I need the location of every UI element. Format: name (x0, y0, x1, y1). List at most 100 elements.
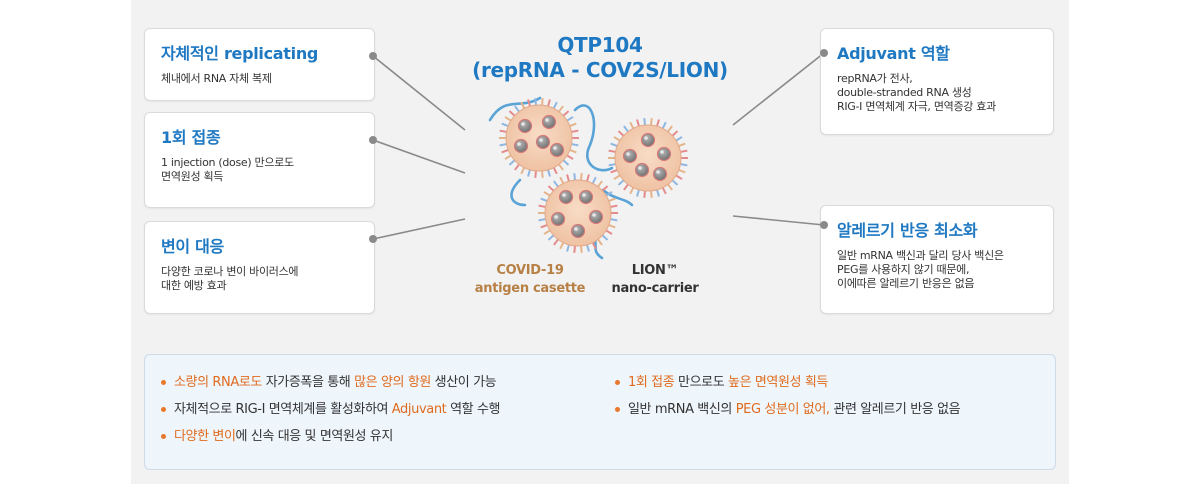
surface-spike (540, 223, 548, 229)
rna-core-highlight (539, 138, 543, 142)
lipid-nanoparticle (538, 173, 618, 253)
surface-spike (643, 190, 646, 198)
surface-spike (559, 176, 565, 184)
surface-spike (610, 168, 618, 174)
connector-adjuvant (732, 52, 825, 126)
connector-variant (372, 218, 466, 240)
surface-spike (580, 245, 583, 253)
surface-spike (559, 242, 565, 250)
summary-item: 1회 접종 만으로도 높은 면역원성 획득 (615, 369, 960, 396)
rna-core-highlight (517, 142, 521, 146)
rna-core-highlight (582, 193, 586, 197)
surface-spike (566, 244, 570, 252)
summary-item: 자체적으로 RIG-I 면역체계를 활성화하여 Adjuvant 역할 수행 (161, 396, 500, 423)
summary-highlight: Adjuvant (391, 402, 447, 417)
surface-spike (504, 154, 512, 160)
card-allergy-desc: 일반 mRNA 백신과 달리 당사 백신은 PEG를 사용하지 않기 때문에, … (837, 249, 1004, 290)
surface-spike (566, 174, 570, 182)
surface-spike (571, 143, 579, 147)
surface-spike (675, 136, 683, 142)
card-adjuvant: Adjuvant 역할 repRNA가 전사, double-stranded … (820, 28, 1054, 135)
rna-core-highlight (660, 150, 664, 154)
surface-spike (553, 180, 559, 188)
surface-spike (636, 119, 640, 127)
summary-text: 역할 수행 (446, 402, 501, 417)
card-adjuvant-title: Adjuvant 역할 (837, 44, 950, 63)
surface-spike (508, 159, 516, 166)
card-variant-title: 변이 대응 (161, 237, 224, 256)
surface-spike (613, 136, 621, 142)
card-replicating-desc: 체내에서 RNA 자체 복제 (161, 72, 272, 85)
surface-spike (562, 159, 570, 166)
connector-dot-adjuvant (820, 49, 828, 57)
surface-spike (573, 245, 576, 253)
surface-spike (547, 185, 555, 192)
surface-spike (501, 122, 509, 128)
rna-core-highlight (562, 193, 566, 197)
rna-core (622, 148, 638, 164)
surface-spike (629, 187, 635, 195)
summary-highlight: PEG 성분이 없어, (735, 402, 830, 417)
card-replicating-title: 자체적인 replicating (161, 44, 319, 63)
caption-lion: LION™ nano-carrier (590, 262, 720, 298)
surface-spike (617, 179, 625, 186)
rna-core (588, 209, 604, 225)
summary-text: 자체적으로 RIG-I 면역체계를 활성화하여 (174, 402, 392, 417)
card-variant-desc: 다양한 코로나 변이 바이러스에 대한 예방 효과 (161, 265, 299, 292)
surface-spike (553, 238, 559, 246)
card-adjuvant-desc: repRNA가 전사, double-stranded RNA 생성 RIG-I… (837, 72, 996, 113)
surface-spike (540, 197, 548, 203)
surface-spike (534, 98, 537, 106)
caption-lion-line2: nano-carrier (611, 281, 699, 296)
rna-core (634, 162, 650, 178)
rna-core-highlight (656, 170, 660, 174)
surface-spike (580, 173, 583, 181)
surface-spike (527, 99, 531, 107)
surface-spike (571, 129, 579, 133)
lipid-nanoparticle (608, 118, 688, 198)
rna-core (656, 146, 672, 162)
surface-spike (678, 142, 686, 148)
surface-spike (499, 143, 507, 147)
surface-spike (499, 129, 507, 133)
surface-spike (650, 190, 653, 198)
summary-text: 만으로도 (674, 375, 729, 390)
surface-spike (661, 121, 667, 129)
connector-allergy (732, 215, 825, 226)
summary-text: 일반 mRNA 백신의 (628, 402, 736, 417)
rna-core (640, 132, 656, 148)
surface-spike (680, 149, 688, 153)
surface-spike (613, 174, 621, 180)
rna-core (517, 118, 533, 134)
surface-spike (671, 130, 679, 137)
rna-core-highlight (553, 146, 557, 150)
surface-spike (608, 149, 616, 153)
rna-core-highlight (592, 213, 596, 217)
surface-spike (541, 170, 544, 178)
rna-core (652, 166, 668, 182)
summary-item: 다양한 변이에 신속 대응 및 면역원성 유지 (161, 423, 500, 450)
surface-spike (601, 234, 609, 241)
surface-spike (597, 238, 603, 246)
diagram-title: QTP104 (repRNA - COV2S/LION) (0, 33, 1200, 83)
connector-single-dose (372, 139, 466, 174)
connector-dot-replicating (369, 52, 377, 60)
rna-core-highlight (574, 227, 578, 231)
diagram-title-line1: QTP104 (557, 33, 643, 57)
card-allergy: 알레르기 반응 최소화 일반 mRNA 백신과 달리 당사 백신은 PEG를 사… (820, 205, 1054, 314)
card-single-dose-title: 1회 접종 (161, 128, 221, 147)
surface-spike (573, 173, 576, 181)
surface-spike (566, 116, 574, 122)
diagram-title-line2: (repRNA - COV2S/LION) (472, 58, 728, 82)
surface-spike (527, 169, 531, 177)
surface-spike (678, 168, 686, 174)
surface-spike (547, 169, 551, 177)
rna-core (535, 134, 551, 150)
card-single-dose-desc: 1 injection (dose) 만으로도 면역원성 획득 (161, 156, 294, 183)
surface-spike (601, 185, 609, 192)
surface-spike (610, 218, 618, 222)
